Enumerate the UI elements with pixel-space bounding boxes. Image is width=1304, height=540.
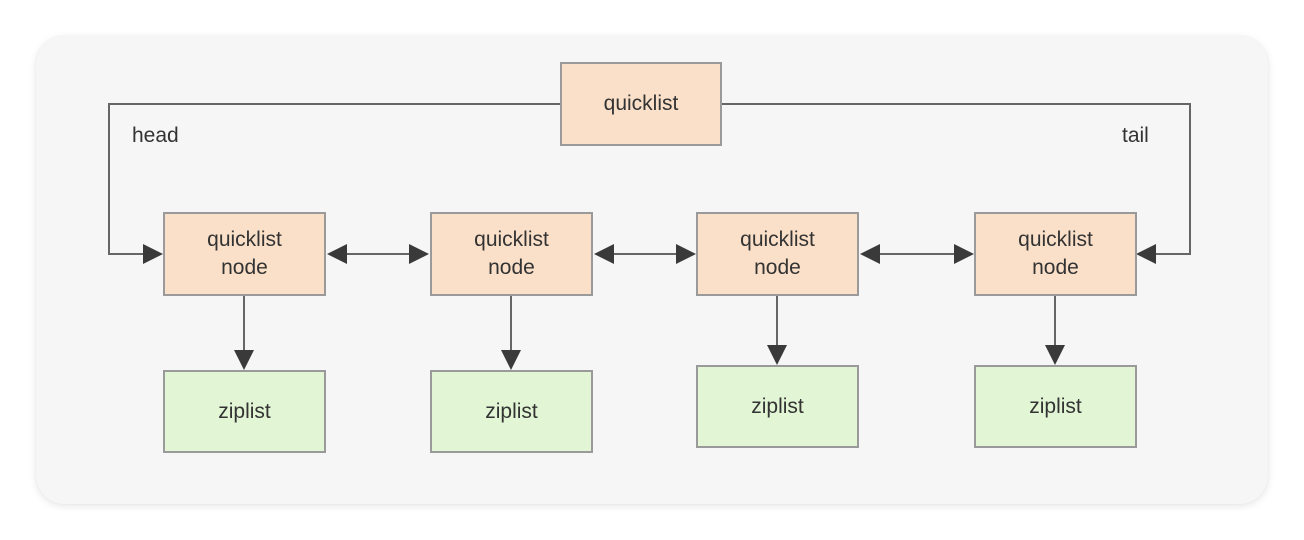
- quicklist-node-label: quicklist node: [474, 228, 549, 279]
- quicklist-box: quicklist: [560, 62, 722, 146]
- ziplist-box-2: ziplist: [430, 370, 593, 453]
- tail-label: tail: [1122, 124, 1149, 147]
- quicklist-node-label: quicklist node: [1018, 228, 1093, 279]
- quicklist-node-2: quicklist node: [430, 212, 593, 296]
- ziplist-label: ziplist: [1029, 394, 1082, 418]
- ziplist-label: ziplist: [751, 394, 804, 418]
- ziplist-label: ziplist: [485, 399, 538, 423]
- quicklist-node-label: quicklist node: [740, 228, 815, 279]
- ziplist-box-4: ziplist: [974, 365, 1137, 448]
- ziplist-label: ziplist: [218, 399, 271, 423]
- ziplist-box-3: ziplist: [696, 365, 859, 448]
- quicklist-node-4: quicklist node: [974, 212, 1137, 296]
- quicklist-label: quicklist: [603, 92, 679, 115]
- ziplist-box-1: ziplist: [163, 370, 326, 453]
- quicklist-node-label: quicklist node: [207, 228, 282, 279]
- quicklist-node-3: quicklist node: [696, 212, 859, 296]
- head-label: head: [132, 124, 179, 147]
- tail-connector: [722, 103, 1191, 264]
- head-connector: [108, 103, 560, 264]
- quicklist-node-1: quicklist node: [163, 212, 326, 296]
